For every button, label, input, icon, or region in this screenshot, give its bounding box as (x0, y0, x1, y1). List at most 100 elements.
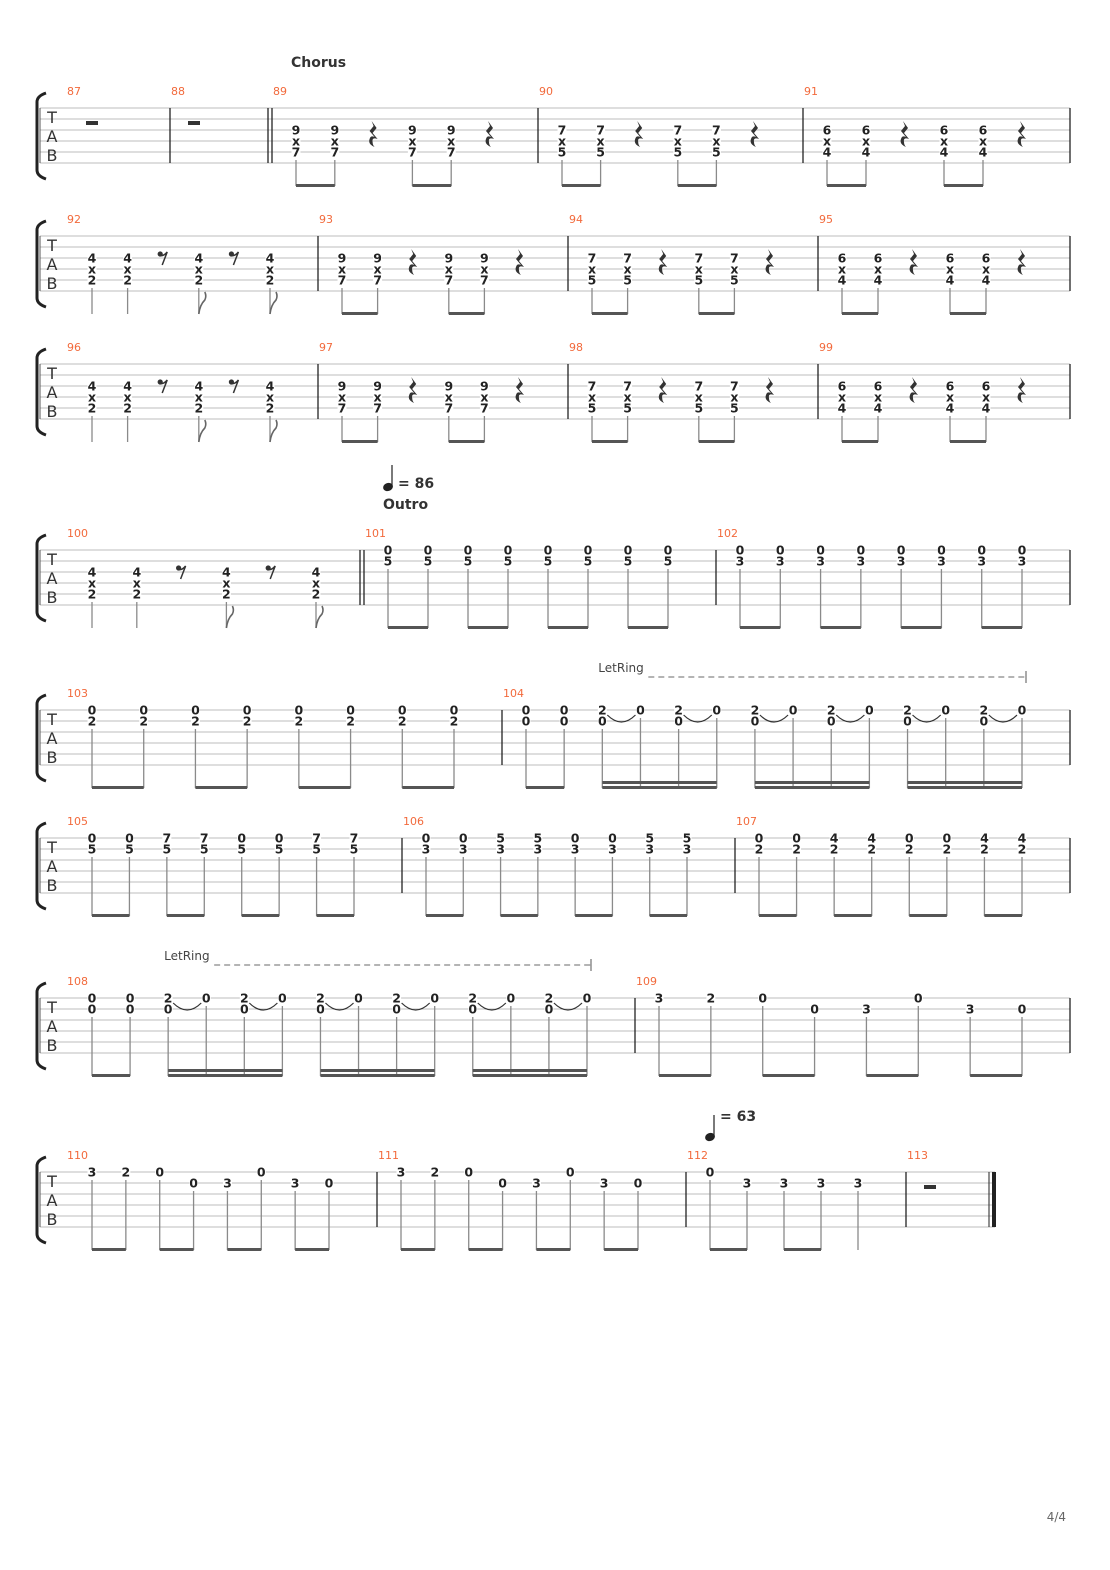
fret-number: 0 (1018, 703, 1027, 718)
fret-number: 3 (1018, 554, 1027, 569)
fret-knockout (132, 566, 142, 577)
fret-number: 3 (736, 554, 745, 569)
fret-number: 0 (1018, 543, 1027, 558)
fret-number: 0 (164, 1002, 173, 1017)
fret-number: 0 (464, 543, 473, 558)
fret-number: 0 (776, 543, 785, 558)
fret-number: 9 (444, 379, 453, 394)
quarter-rest (765, 377, 774, 403)
beam (500, 914, 538, 917)
fret-number: 0 (758, 991, 767, 1006)
fret-number: 0 (664, 543, 673, 558)
fret-knockout (265, 380, 275, 391)
fret-knockout (87, 577, 97, 588)
fret-number: 2 (827, 703, 836, 718)
fret-knockout (449, 715, 459, 726)
beam (710, 1248, 747, 1251)
fret-number: 9 (373, 251, 382, 266)
fret-knockout (311, 577, 321, 588)
system-bracket (35, 91, 47, 181)
fret-knockout (354, 992, 364, 1003)
fret-knockout (633, 1177, 643, 1188)
eighth-flag (198, 419, 207, 443)
fret-knockout (557, 135, 567, 146)
fret-number: 4 (1018, 831, 1027, 846)
fret-number: 4 (874, 401, 883, 416)
fret-number: 4 (266, 379, 275, 394)
fret-number: 0 (325, 1176, 334, 1191)
fret-knockout (162, 832, 172, 843)
fret-knockout (729, 380, 739, 391)
fret-knockout (945, 263, 955, 274)
fret-number: 7 (596, 123, 605, 138)
fret-number: x (338, 390, 346, 405)
fret-number: x (730, 262, 738, 277)
let-ring-label: LetRing (164, 949, 209, 963)
fret-knockout (479, 391, 489, 402)
beam (316, 914, 354, 917)
fret-knockout (125, 1003, 135, 1014)
fret-number: x (982, 390, 990, 405)
fret-knockout (274, 843, 284, 854)
fret-knockout (312, 843, 322, 854)
fret-knockout (981, 263, 991, 274)
fret-knockout (694, 380, 704, 391)
fret-number: 0 (977, 543, 986, 558)
beam (548, 626, 588, 629)
beam (698, 312, 735, 315)
beam (909, 914, 947, 917)
fret-knockout (155, 1166, 165, 1177)
measure-number: 95 (819, 213, 833, 226)
beam (388, 626, 428, 629)
fret-knockout (694, 274, 704, 285)
measure-number: 113 (907, 1149, 928, 1162)
fret-number: 4 (830, 831, 839, 846)
fret-number: 7 (730, 251, 739, 266)
fret-number: 7 (338, 401, 347, 416)
fret-knockout (557, 124, 567, 135)
slur (248, 1002, 278, 1011)
fret-knockout (498, 1177, 508, 1188)
measure: 113 (905, 1149, 996, 1227)
fret-knockout (373, 391, 383, 402)
fret-knockout (597, 715, 607, 726)
fret-knockout (822, 124, 832, 135)
fret-number: 0 (792, 831, 801, 846)
fret-number: 5 (694, 401, 703, 416)
fret-number: 0 (384, 543, 393, 558)
measure-number: 93 (319, 213, 333, 226)
slur (553, 1002, 583, 1011)
fret-number: 0 (789, 703, 798, 718)
fret-knockout (392, 992, 402, 1003)
fret-knockout (663, 555, 673, 566)
beam (842, 440, 878, 443)
beam (92, 1074, 131, 1077)
fret-knockout (754, 832, 764, 843)
fret-knockout (468, 1003, 478, 1014)
measure-number: 97 (319, 341, 333, 354)
fret-number: 6 (982, 251, 991, 266)
fret-knockout (587, 263, 597, 274)
fret-number: 5 (730, 273, 739, 288)
fret-number: 2 (243, 714, 252, 729)
beam (468, 1248, 503, 1251)
eighth-rest (158, 251, 168, 266)
fret-knockout (87, 391, 97, 402)
slur (835, 714, 865, 723)
fret-knockout (544, 992, 554, 1003)
fret-knockout (346, 704, 356, 715)
fret-knockout (712, 704, 722, 715)
fret-number: x (712, 134, 720, 149)
fret-knockout (673, 146, 683, 157)
fret-number: 0 (905, 831, 914, 846)
fret-knockout (873, 380, 883, 391)
fret-knockout (582, 992, 592, 1003)
fret-number: 4 (222, 565, 231, 580)
fret-number: x (447, 134, 455, 149)
fret-knockout (87, 992, 97, 1003)
beam (166, 914, 205, 917)
